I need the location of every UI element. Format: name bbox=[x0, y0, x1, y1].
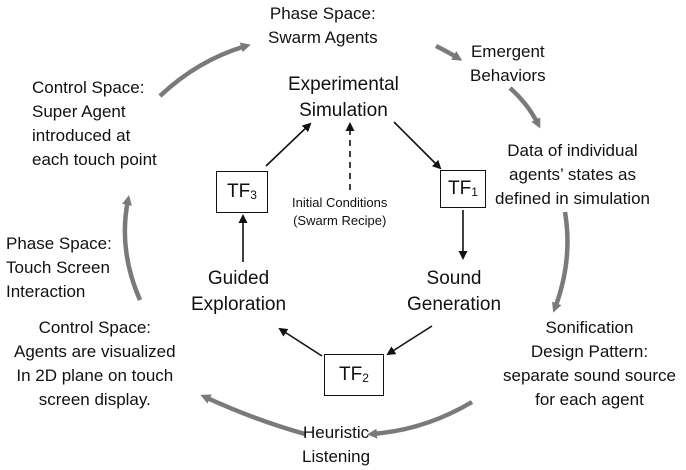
phase-space-touch-label: Phase Space: Touch Screen Interaction bbox=[6, 234, 112, 301]
phase-space-swarm-label: Phase Space: Swarm Agents bbox=[268, 4, 378, 47]
inner-arrow-tf2-to-guided bbox=[278, 327, 323, 357]
outer-arrow-heuristic-to-control bbox=[200, 394, 306, 437]
sound-generation-label: Sound Generation bbox=[407, 268, 502, 315]
heuristic-listening-label: Heuristic Listening bbox=[302, 423, 371, 466]
data-agents-states-label: Data of individual agents’ states as def… bbox=[495, 141, 650, 208]
outer-arrow-sonification-to-heuristic bbox=[367, 400, 474, 439]
inner-arrow-tf3-to-sim bbox=[265, 122, 312, 167]
inner-arrow-sound-to-tf2 bbox=[386, 325, 433, 356]
initial-conditions-label: Initial Conditions (Swarm Recipe) bbox=[292, 195, 388, 228]
experimental-simulation-label: Experimental Simulation bbox=[288, 74, 399, 121]
control-space-visualized-label: Control Space: Agents are visualized In … bbox=[14, 318, 176, 409]
outer-arrow-phase-touch-to-super bbox=[122, 195, 143, 301]
outer-arrow-data-to-sonification bbox=[552, 211, 570, 313]
outer-arrow-emergent-to-data bbox=[508, 86, 541, 129]
guided-exploration-label: Guided Exploration bbox=[191, 268, 287, 315]
outer-arrow-super-to-phase-swarm bbox=[158, 42, 251, 98]
inner-arrow-sim-to-tf1 bbox=[393, 121, 442, 170]
control-space-super-agent-label: Control Space: Super Agent introduced at… bbox=[32, 78, 157, 169]
emergent-behaviors-label: Emergent Behaviors bbox=[470, 42, 546, 85]
outer-arrow-top-right bbox=[434, 43, 463, 61]
sonification-pattern-label: Sonification Design Pattern: separate so… bbox=[503, 318, 676, 409]
